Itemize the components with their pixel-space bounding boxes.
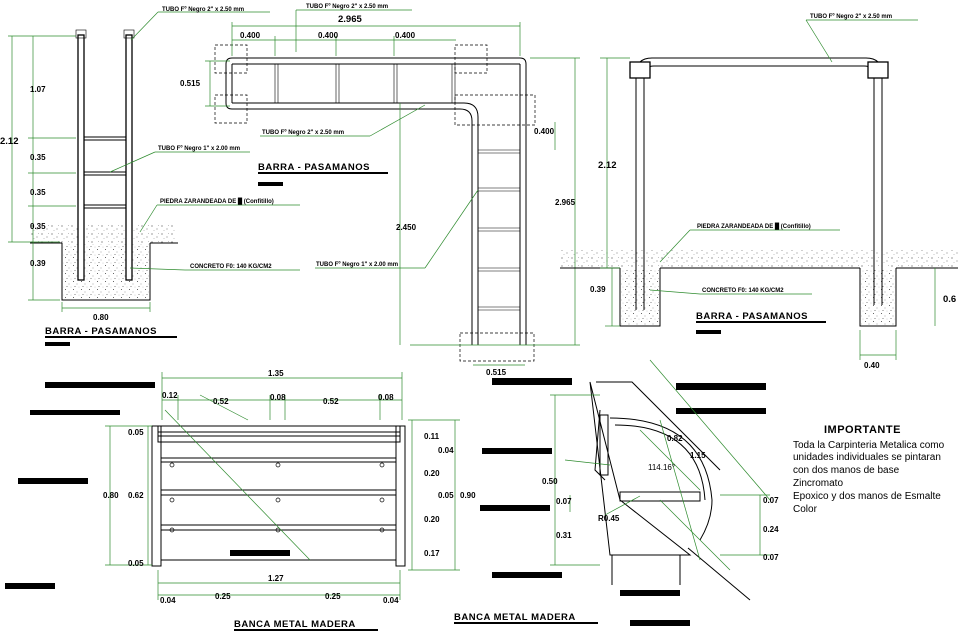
importante-note: IMPORTANTE Toda la Carpinteria Metalica … <box>793 424 945 515</box>
dim-width: 0.80 <box>93 313 109 322</box>
dim-arc: 1.15 <box>690 451 706 460</box>
view-title: BARRA - PASAMANOS <box>258 162 370 173</box>
view-top-left-railing: 2.12 1.07 0.35 0.35 0.35 0.39 0.80 TUBO … <box>0 7 300 346</box>
dim-bottom: 0.31 <box>556 531 572 540</box>
dim-total-length: 2.965 <box>338 14 362 25</box>
callout-tube-2in: TUBO Fº Negro 2" x 2.50 mm <box>810 14 892 20</box>
dim-span-2: 0.400 <box>318 31 339 40</box>
dim-left-b: 0.07 <box>556 497 572 506</box>
view-top-center-railing: 2.965 0.400 0.400 0.400 0.515 0.400 2.45… <box>180 4 580 377</box>
dim-bottom: 0.515 <box>486 368 507 377</box>
callout-stone: PIEDRA ZARANDEADA DE █ (Confitillo) <box>697 222 811 230</box>
dim-vertical-total: 2.965 <box>555 198 576 207</box>
note-line-2: unidades individuales se pintaran <box>793 452 941 463</box>
dim-right-b: 0.24 <box>763 525 779 534</box>
dim-t4: 0.52 <box>323 397 339 406</box>
callout-tube-2in: TUBO Fº Negro 2" x 2.50 mm <box>162 7 244 13</box>
note-line-1: Toda la Carpinteria Metalica como <box>793 440 945 451</box>
callout-concrete: CONCRETO F0: 140 KG/CM2 <box>702 288 784 294</box>
concrete-footing <box>63 244 149 299</box>
note-line-5: Epoxico y dos manos de Esmalte <box>793 491 941 502</box>
dim-t3: 0.08 <box>270 393 286 402</box>
view-title: BANCA METAL MADERA <box>454 612 576 623</box>
dim-r6: 0.17 <box>424 549 440 558</box>
dim-b4: 0.04 <box>383 596 399 605</box>
dim-height: 0.515 <box>180 79 201 88</box>
dim-radius-r: R0.45 <box>598 514 620 523</box>
dim-left: 0.50 <box>542 477 558 486</box>
note-line-4: Zincromato <box>793 478 843 489</box>
dim-t2: 0.52 <box>213 397 229 406</box>
gravel-layer <box>560 250 958 268</box>
dim-b1: 0.04 <box>160 596 176 605</box>
dim-r-total: 0.90 <box>460 491 476 500</box>
dim-top-total: 1.35 <box>268 369 284 378</box>
concrete-footing-right <box>861 269 895 325</box>
view-bottom-left-bench: 1.35 0.12 0.52 0.08 0.52 0.08 0.05 0.80 … <box>5 369 476 631</box>
view-title: BARRA - PASAMANOS <box>45 326 157 337</box>
dim-span-3: 0.400 <box>395 31 416 40</box>
dim-radius: 0.82 <box>667 434 683 443</box>
callout-tube-1in: TUBO Fº Negro 1" x 2.00 mm <box>316 262 398 268</box>
dim-right: 0.6 <box>943 294 956 305</box>
view-bottom-center-bench: 0.82 1.15 114.16° 0.50 0.07 R0.45 0.31 0… <box>454 359 779 626</box>
callout-tube-mid: TUBO Fº Negro 2" x 2.50 mm <box>262 130 344 136</box>
view-title: BARRA - PASAMANOS <box>696 311 808 322</box>
dim-r2: 0.04 <box>438 446 454 455</box>
dim-vertical: 2.450 <box>396 223 417 232</box>
dim-l-total: 0.80 <box>103 491 119 500</box>
scale-bar <box>45 342 70 346</box>
callout-tube-top: TUBO Fº Negro 2" x 2.50 mm <box>306 4 388 10</box>
dim-l-bottom: 0.05 <box>128 559 144 568</box>
note-line-3: con dos manos de base <box>793 465 900 476</box>
callout-stone: PIEDRA ZARANDEADA DE █ (Confitillo) <box>160 197 274 205</box>
callout-tube-1in: TUBO Fº Negro 1" x 2.00 mm <box>158 146 240 152</box>
note-heading: IMPORTANTE <box>824 424 901 436</box>
dim-l-mid: 0.62 <box>128 491 144 500</box>
view-top-right-railing: 2.12 0.39 0.6 0.40 TUBO Fº Negro 2" x 2.… <box>560 14 958 370</box>
dim-right-a: 0.07 <box>763 496 779 505</box>
dim-height: 2.12 <box>598 160 617 171</box>
dim-base: 0.39 <box>590 285 606 294</box>
dim-r5: 0.20 <box>424 515 440 524</box>
dim-right-c: 0.07 <box>763 553 779 562</box>
dim-l1: 0.05 <box>128 428 144 437</box>
dim-r4: 0.05 <box>438 491 454 500</box>
dim-b2: 0.25 <box>215 592 231 601</box>
dim-r1: 0.11 <box>424 432 440 441</box>
gravel-layer <box>30 225 175 243</box>
dim-width: 0.40 <box>864 361 880 370</box>
dim-bottom-total: 1.27 <box>268 574 284 583</box>
bolt-marks <box>169 462 385 533</box>
dim-total-height: 2.12 <box>0 136 19 147</box>
dim-2: 0.35 <box>30 153 46 162</box>
dim-span-1: 0.400 <box>240 31 261 40</box>
view-title: BANCA METAL MADERA <box>234 619 356 630</box>
note-line-6: Color <box>793 504 818 515</box>
dim-side: 0.400 <box>534 127 555 136</box>
dim-t5: 0.08 <box>378 393 394 402</box>
scale-bar <box>696 330 721 334</box>
dim-3: 0.35 <box>30 188 46 197</box>
dim-angle: 114.16° <box>648 463 675 472</box>
callout-concrete: CONCRETO F0: 140 KG/CM2 <box>190 264 272 270</box>
scale-bar <box>258 182 283 186</box>
dim-t1: 0.12 <box>162 391 178 400</box>
dim-r3: 0.20 <box>424 469 440 478</box>
dim-b3: 0.25 <box>325 592 341 601</box>
dim-base: 0.39 <box>30 259 46 268</box>
dim-1: 1.07 <box>30 85 46 94</box>
concrete-footing-left <box>621 269 659 325</box>
dim-4: 0.35 <box>30 222 46 231</box>
